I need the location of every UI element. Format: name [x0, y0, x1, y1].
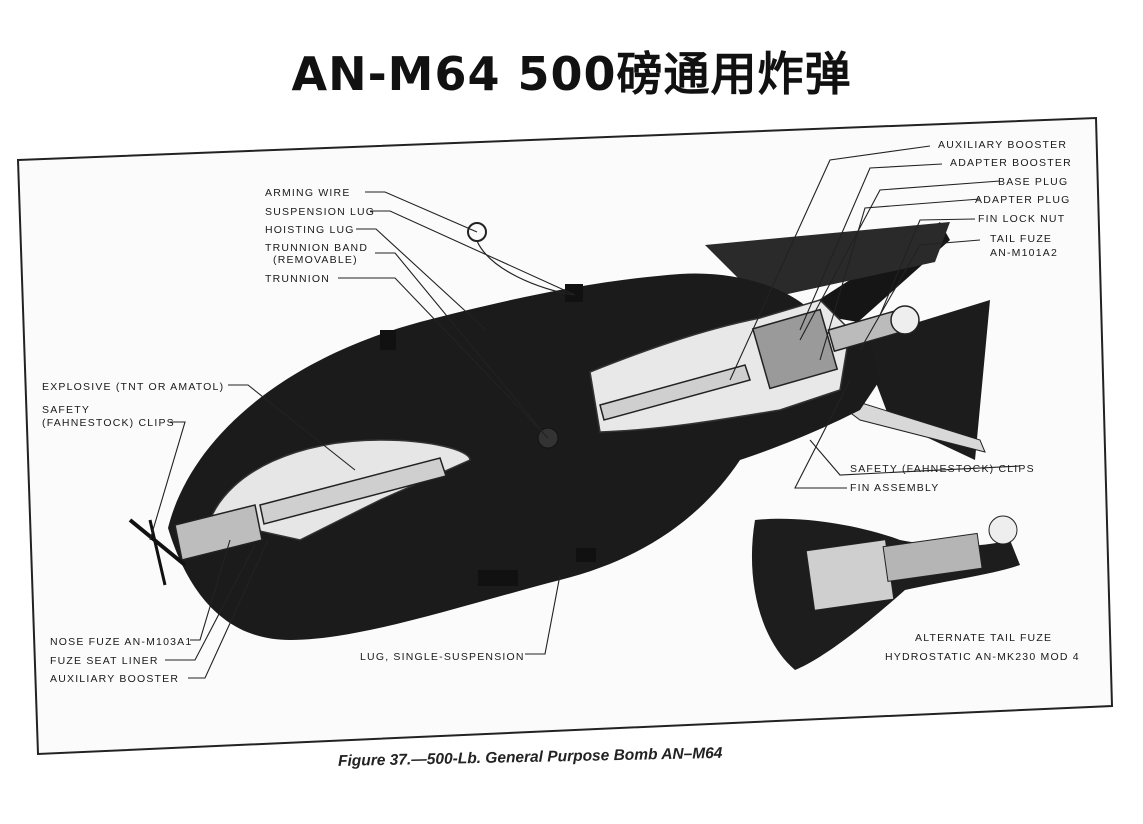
- label-safety: SAFETY: [42, 404, 90, 416]
- label-auxiliary-booster-left: AUXILIARY BOOSTER: [50, 673, 179, 685]
- label-lug-single-suspension: LUG, SINGLE-SUSPENSION: [360, 651, 525, 663]
- label-trunnion-band: TRUNNION BAND: [265, 242, 368, 254]
- bomb-body: [128, 222, 920, 640]
- label-safety-clips: (FAHNESTOCK) CLIPS: [42, 417, 175, 429]
- label-adapter-plug: ADAPTER PLUG: [975, 194, 1071, 206]
- label-base-plug: BASE PLUG: [998, 176, 1068, 188]
- alternate-tail-fuze-drawing: [751, 515, 1020, 670]
- label-safety-clips-right: SAFETY (FAHNESTOCK) CLIPS: [850, 463, 1035, 475]
- label-nose-fuze: NOSE FUZE AN-M103A1: [50, 636, 192, 648]
- label-arming-wire: ARMING WIRE: [265, 187, 351, 199]
- label-trunnion: TRUNNION: [265, 273, 330, 285]
- label-explosive: EXPLOSIVE (TNT OR AMATOL): [42, 381, 224, 393]
- label-adapter-booster: ADAPTER BOOSTER: [950, 157, 1072, 169]
- label-hydrostatic: HYDROSTATIC AN-MK230 MOD 4: [885, 651, 1080, 663]
- label-removable: (REMOVABLE): [273, 254, 358, 266]
- label-fuze-seat-liner: FUZE SEAT LINER: [50, 655, 159, 667]
- label-tail-fuze-model: AN-M101A2: [990, 247, 1058, 259]
- label-suspension-lug: SUSPENSION LUG: [265, 206, 375, 218]
- label-fin-lock-nut: FIN LOCK NUT: [978, 213, 1065, 225]
- leader-lines: [149, 145, 1021, 679]
- page-title: AN-M64 500磅通用炸弹: [291, 47, 852, 101]
- label-tail-fuze: TAIL FUZE: [990, 233, 1052, 245]
- label-hoisting-lug: HOISTING LUG: [265, 224, 355, 236]
- label-auxiliary-booster-right: AUXILIARY BOOSTER: [938, 139, 1067, 151]
- label-alternate-tail-fuze: ALTERNATE TAIL FUZE: [915, 632, 1052, 644]
- part-labels: ARMING WIRE SUSPENSION LUG HOISTING LUG …: [42, 139, 1080, 685]
- label-fin-assembly: FIN ASSEMBLY: [850, 482, 939, 494]
